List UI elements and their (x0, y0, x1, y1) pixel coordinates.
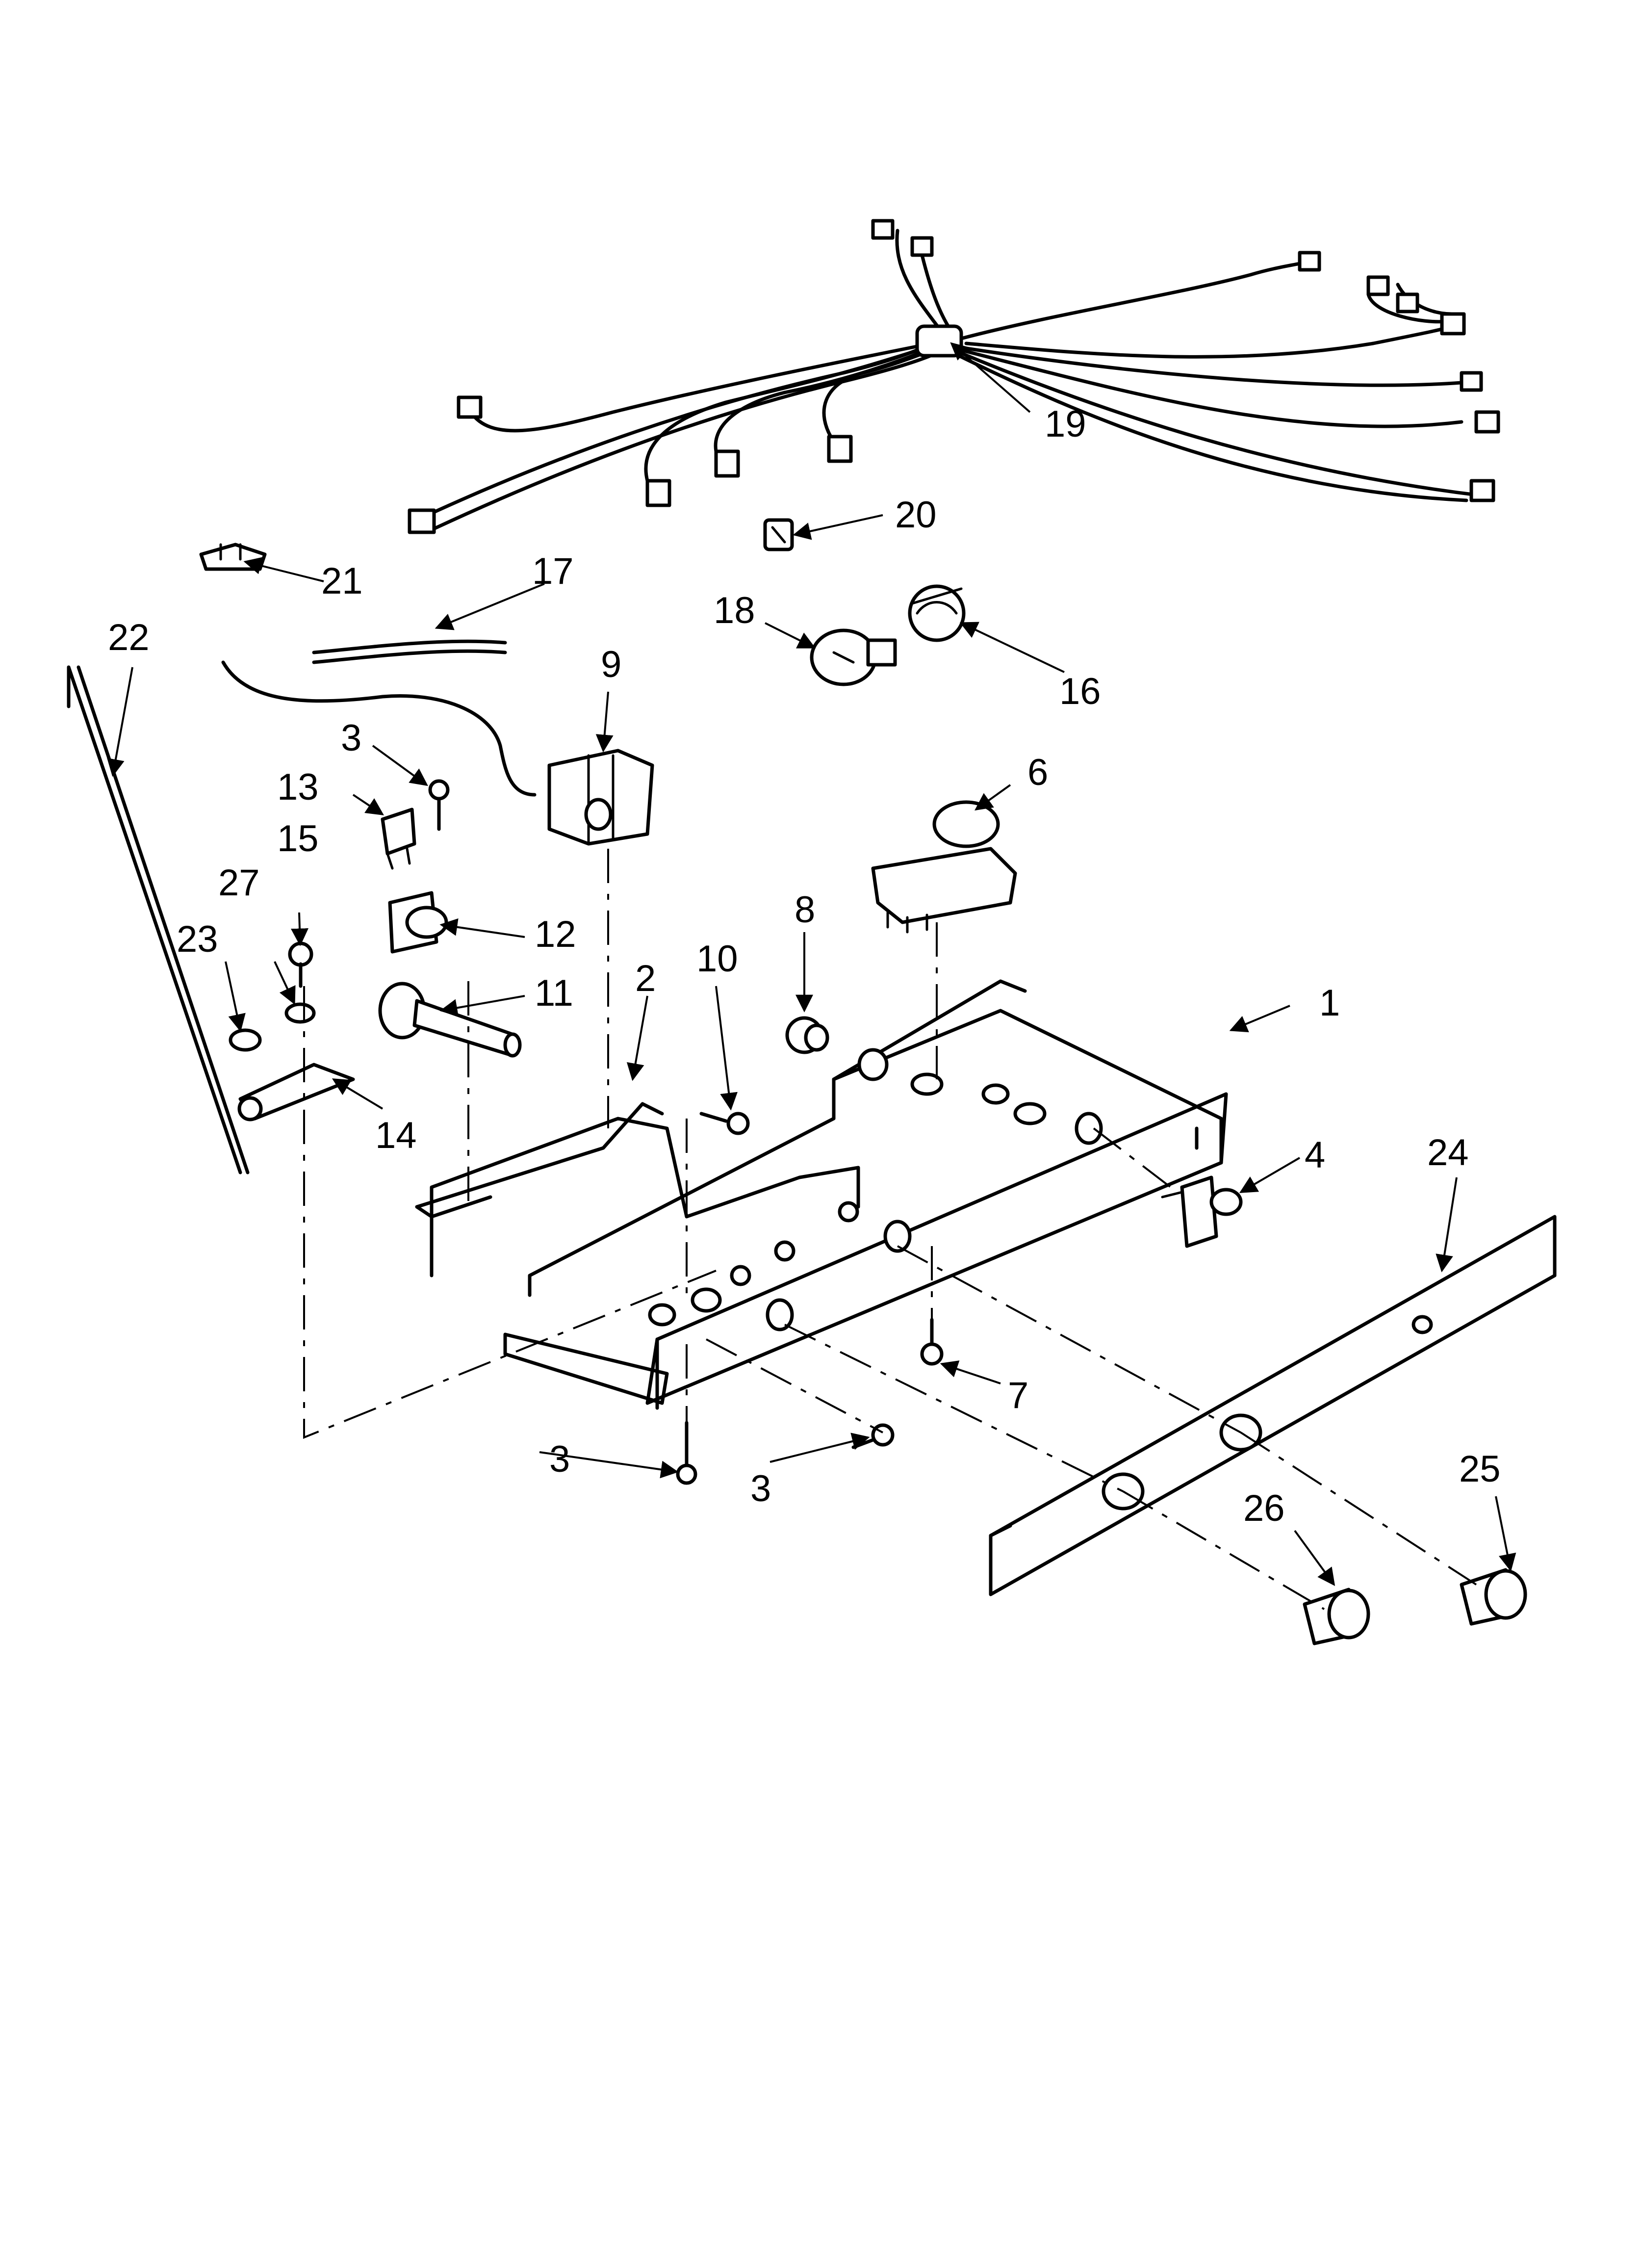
knob-26 (1303, 1588, 1370, 1645)
callout-12: 12 (535, 913, 576, 955)
screw-3-bottom (676, 1421, 697, 1485)
callout-4: 4 (1305, 1134, 1325, 1176)
timer-6 (871, 800, 1017, 934)
callout-9: 9 (601, 644, 621, 685)
washer-27 (284, 1002, 316, 1024)
washer-23 (229, 1028, 262, 1052)
bracket-12 (388, 891, 448, 954)
rod-22 (67, 665, 250, 1174)
shaft-11 (378, 982, 522, 1058)
lever-14 (237, 1063, 355, 1121)
callout-20: 20 (895, 494, 937, 536)
callout-11: 11 (535, 972, 573, 1014)
callout-14: 14 (375, 1115, 417, 1156)
callout-19: 19 (1045, 403, 1086, 445)
callouts: 1 2 3 3 3 4 6 7 8 9 10 11 12 13 14 15 16… (108, 403, 1501, 1529)
capillary-tube (221, 660, 537, 797)
callout-13: 13 (277, 766, 319, 808)
housing-1 (503, 979, 1228, 1410)
bulb-18 (810, 628, 897, 686)
callout-21: 21 (321, 560, 363, 602)
screw-3-right (851, 1423, 895, 1449)
callout-8: 8 (795, 889, 815, 931)
screw-10 (699, 1112, 750, 1135)
callout-24: 24 (1427, 1132, 1469, 1173)
wire-harness (408, 219, 1500, 534)
callout-15: 15 (277, 818, 319, 860)
knob-25 (1460, 1568, 1527, 1626)
callout-22: 22 (108, 617, 150, 658)
callout-18: 18 (714, 590, 755, 631)
callout-3: 3 (549, 1438, 570, 1480)
switch-4 (1161, 1175, 1243, 1248)
thermostat-9 (547, 749, 654, 846)
panel-24 (989, 1215, 1557, 1596)
socket-16 (908, 584, 966, 642)
callout-25: 25 (1459, 1448, 1501, 1490)
callout-26: 26 (1243, 1487, 1285, 1529)
screw-7 (920, 1318, 944, 1366)
callout-7: 7 (1008, 1375, 1028, 1416)
tube-17 (312, 639, 507, 664)
callout-3: 3 (341, 717, 361, 759)
callout-16: 16 (1059, 671, 1101, 712)
part-13 (381, 808, 416, 870)
grommet-8 (785, 1016, 829, 1054)
screw-3-top (428, 779, 450, 831)
clip-21 (199, 543, 267, 571)
leader-lines (107, 342, 1516, 1586)
clip-20 (763, 518, 794, 551)
screw-15 (288, 941, 313, 988)
callout-10: 10 (696, 938, 738, 980)
callout-27: 27 (218, 862, 260, 904)
assembly-lines (303, 849, 1477, 1610)
callout-17: 17 (532, 550, 574, 592)
callout-3: 3 (750, 1468, 771, 1510)
callout-6: 6 (1027, 752, 1048, 793)
bracket-2 (415, 1102, 860, 1277)
callout-1: 1 (1319, 982, 1340, 1024)
callout-2: 2 (635, 958, 656, 999)
callout-23: 23 (177, 918, 218, 960)
